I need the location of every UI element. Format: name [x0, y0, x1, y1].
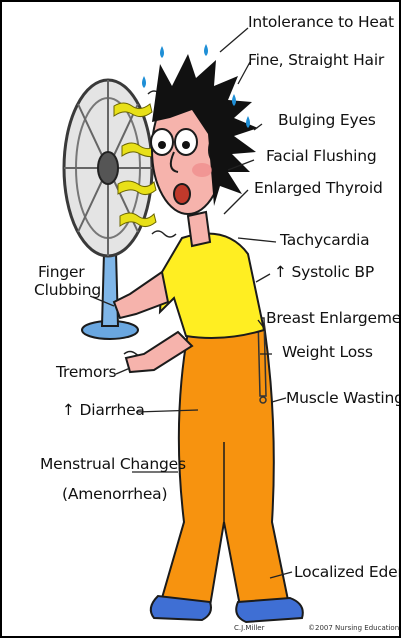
- label-menstrual-line1: Menstrual Changes: [40, 456, 186, 473]
- fan-stem: [102, 252, 118, 326]
- label-enlarged-thyroid: Enlarged Thyroid: [254, 180, 383, 197]
- copyright-text: ©2007 Nursing Education C: [308, 624, 401, 632]
- label-facial-flushing: Facial Flushing: [266, 148, 376, 165]
- label-finger-line1: Finger: [38, 264, 84, 281]
- flushed-cheek: [192, 163, 212, 177]
- artist-signature: C.J.Miller: [234, 624, 264, 632]
- label-systolic-bp: ↑ Systolic BP: [274, 264, 374, 281]
- label-tachycardia: Tachycardia: [280, 232, 369, 249]
- fan-hub: [98, 152, 118, 184]
- mouth: [174, 184, 190, 204]
- right-pupil: [182, 141, 190, 149]
- label-muscle-wasting: Muscle Wasting: [286, 390, 401, 407]
- left-pupil: [158, 141, 166, 149]
- label-breast-enlargement: Breast Enlargement: [266, 310, 401, 327]
- label-fine-straight-hair: Fine, Straight Hair: [248, 52, 384, 69]
- right-shoe: [236, 598, 303, 622]
- neck: [188, 212, 210, 246]
- label-diarrhea: ↑ Diarrhea: [62, 402, 145, 419]
- label-weight-loss: Weight Loss: [282, 344, 373, 361]
- label-intolerance-to-heat: Intolerance to Heat: [248, 14, 394, 31]
- label-tremors: Tremors: [56, 364, 116, 381]
- label-menstrual-line2: (Amenorrhea): [62, 486, 167, 503]
- label-bulging-eyes: Bulging Eyes: [278, 112, 376, 129]
- label-finger-line2: Clubbing: [34, 282, 101, 299]
- label-localized-edema: Localized Edema: [294, 564, 401, 581]
- shirt: [160, 234, 264, 338]
